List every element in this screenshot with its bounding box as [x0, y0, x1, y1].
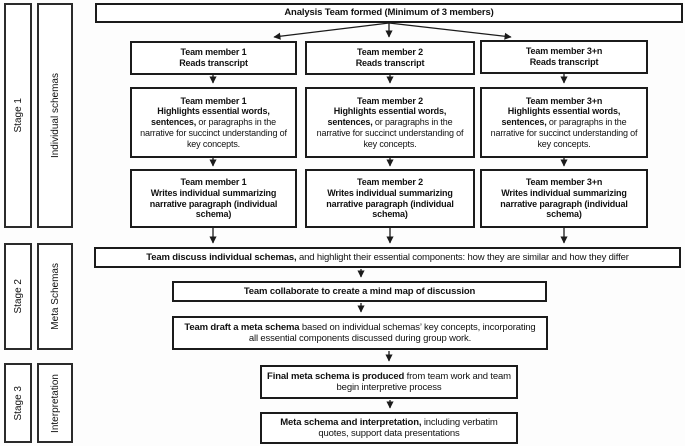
read-box-member1-title: Team member 1 — [180, 47, 247, 58]
write-box-member3-title: Team member 3+n — [525, 176, 603, 187]
stage1-label: Stage 1 — [12, 98, 24, 133]
stage2-schema-rail: Meta Schemas — [37, 243, 73, 350]
read-box-member3: Team member 3+n Reads transcript — [480, 40, 648, 74]
highlight-box-member3-title: Team member 3+n — [525, 95, 603, 106]
stage2-schema-label: Meta Schemas — [49, 263, 61, 330]
stage3-label: Stage 3 — [12, 385, 24, 421]
final-meta-schema-text: Final meta schema is produced from team … — [267, 370, 511, 393]
stage1-rail: Stage 1 — [4, 3, 32, 228]
read-box-member2-title: Team member 2 — [357, 47, 423, 58]
stage3-schema-label: Interpretation — [49, 373, 61, 433]
stage2-label: Stage 2 — [12, 279, 24, 314]
highlight-box-member2-text: Highlights essential words, sentences, o… — [316, 106, 464, 149]
highlight-box-member1: Team member 1 Highlights essential words… — [130, 87, 297, 158]
write-box-member1: Team member 1 Writes individual summariz… — [130, 169, 297, 228]
read-box-member2: Team member 2 Reads transcript — [305, 41, 475, 75]
highlight-box-member1-text: Highlights essential words, sentences, o… — [140, 106, 287, 149]
discuss-schemas-text: Team discuss individual schemas, and hig… — [146, 251, 629, 263]
write-box-member2: Team member 2 Writes individual summariz… — [305, 169, 475, 228]
highlight-box-member2: Team member 2 Highlights essential words… — [305, 87, 475, 158]
mindmap-box: Team collaborate to create a mind map of… — [172, 281, 547, 302]
write-box-member3-text: Writes individual summarizing narrative … — [500, 187, 628, 220]
read-box-member3-title: Team member 3+n — [525, 46, 603, 57]
stage3-schema-rail: Interpretation — [37, 363, 73, 443]
highlight-box-member3: Team member 3+n Highlights essential wor… — [480, 87, 648, 158]
highlight-box-member1-title: Team member 1 — [180, 95, 247, 106]
draft-meta-schema-text: Team draft a meta schema based on indivi… — [184, 321, 536, 344]
stage2-rail: Stage 2 — [4, 243, 32, 350]
read-box-member1: Team member 1 Reads transcript — [130, 41, 297, 75]
interpretation-text: Meta schema and interpretation, includin… — [280, 416, 498, 439]
highlight-box-member3-text: Highlights essential words, sentences, o… — [490, 106, 638, 149]
write-box-member1-title: Team member 1 — [180, 176, 247, 187]
stage1-schema-rail: Individual schemas — [37, 3, 73, 228]
read-box-member3-sub: Reads transcript — [529, 57, 599, 67]
write-box-member2-title: Team member 2 — [357, 176, 423, 187]
mindmap-text: Team collaborate to create a mind map of… — [243, 285, 476, 297]
write-box-member2-text: Writes individual summarizing narrative … — [326, 187, 454, 220]
final-meta-schema-box: Final meta schema is produced from team … — [260, 365, 518, 399]
analysis-team-box: Analysis Team formed (Minimum of 3 membe… — [95, 3, 683, 23]
write-box-member3: Team member 3+n Writes individual summar… — [480, 169, 648, 228]
draft-meta-schema-box: Team draft a meta schema based on indivi… — [172, 316, 548, 350]
stage3-rail: Stage 3 — [4, 363, 32, 443]
read-box-member1-sub: Reads transcript — [179, 58, 248, 68]
discuss-schemas-box: Team discuss individual schemas, and hig… — [94, 247, 681, 268]
stage1-schema-label: Individual schemas — [49, 72, 61, 159]
highlight-box-member2-title: Team member 2 — [357, 95, 423, 106]
write-box-member1-text: Writes individual summarizing narrative … — [149, 187, 278, 220]
interpretation-box: Meta schema and interpretation, includin… — [260, 412, 518, 444]
analysis-team-text: Analysis Team formed (Minimum of 3 membe… — [284, 7, 494, 19]
read-box-member2-sub: Reads transcript — [355, 58, 425, 68]
